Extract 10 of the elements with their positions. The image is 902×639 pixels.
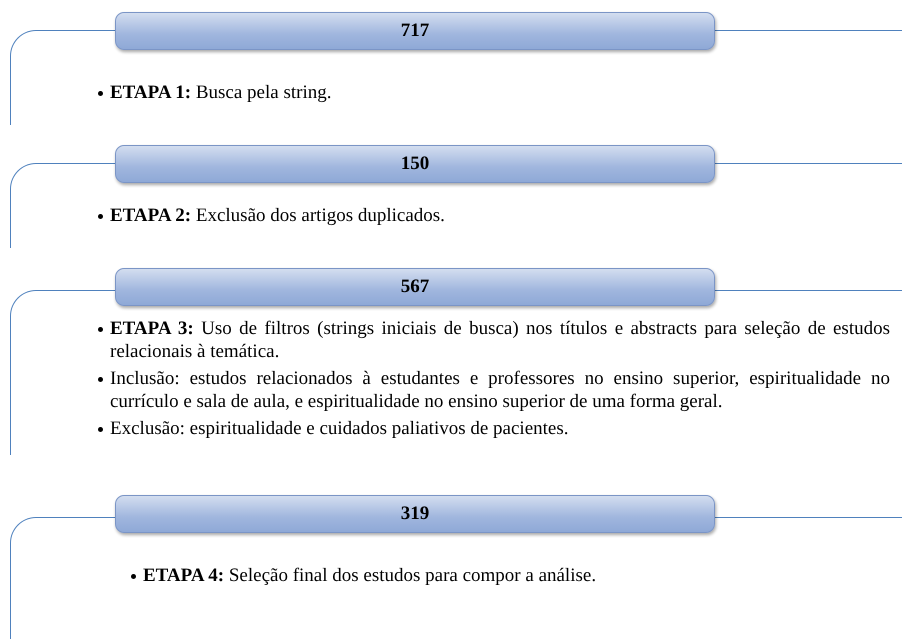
bullet-text: ETAPA 1: Busca pela string. <box>110 81 332 104</box>
bullet-text: ETAPA 4: Seleção final dos estudos para compor a análise. <box>143 564 598 587</box>
number-banner: 150 <box>115 145 715 183</box>
bullet-text: ETAPA 3: Uso de filtros (strings iniciais de busca) nos títulos e abstracts para seleção de estudos relacionais à temática. <box>110 317 890 363</box>
number-banner: 567 <box>115 268 715 306</box>
bullet-text: Inclusão: estudos relacionados à estudantes e professores no ensino superior, espiritualidade no currículo e sala de aula, e espiritualidade no ensino superior de uma forma geral. <box>110 367 890 413</box>
bullet-text: Exclusão: espiritualidade e cuidados paliativos de pacientes. <box>110 417 570 440</box>
number-banner: 717 <box>115 12 715 50</box>
number-banner: 319 <box>115 495 715 533</box>
bullet-text: ETAPA 2: Exclusão dos artigos duplicados. <box>110 204 446 227</box>
